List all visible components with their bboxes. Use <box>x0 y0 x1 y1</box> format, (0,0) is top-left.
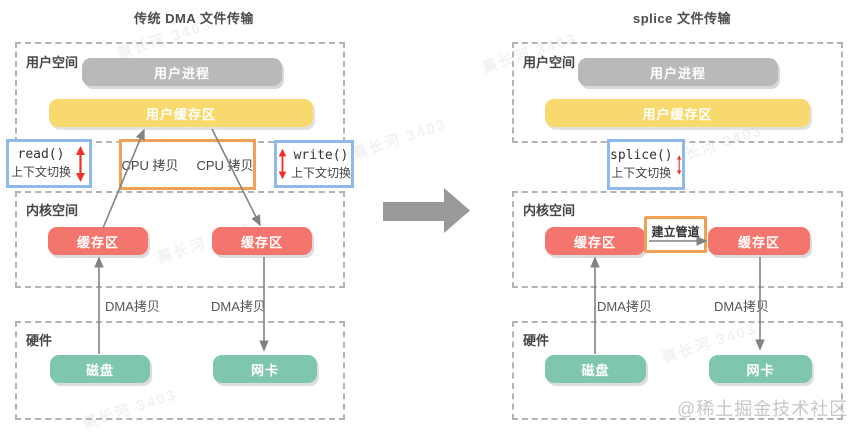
left-dma-copy-right-label: DMA拷贝 <box>211 299 266 314</box>
right-kernel-buffer-right-box: 缓存区 <box>708 227 810 255</box>
splice-call-label: splice() <box>610 148 673 163</box>
left-nic-box: 网卡 <box>213 355 317 383</box>
left-kernel-buffer-right-label: 缓存区 <box>240 234 283 250</box>
background-watermark: 熹长河 3403 <box>350 116 450 163</box>
left-kernel-buffer-left-box: 缓存区 <box>48 227 148 255</box>
right-kernel-buffer-left-box: 缓存区 <box>545 227 645 255</box>
splice-context-switch-box: splice() 上下文切换 <box>607 139 685 190</box>
left-kernel-buffer-left-label: 缓存区 <box>76 234 119 250</box>
left-panel-title: 传统 DMA 文件传输 <box>134 11 254 26</box>
site-watermark: @稀土掘金技术社区 <box>677 399 849 419</box>
read-call-label: read() <box>17 147 65 162</box>
write-context-switch-box: write() 上下文切换 <box>274 140 354 188</box>
cpu-copy-box: CPU 拷贝 CPU 拷贝 <box>119 139 256 190</box>
right-panel-title: splice 文件传输 <box>633 11 731 26</box>
right-hardware-region <box>512 321 843 420</box>
left-kernel-buffer-right-box: 缓存区 <box>212 227 312 255</box>
left-disk-label: 磁盘 <box>85 362 114 378</box>
left-user-buffer-label: 用户缓存区 <box>145 106 216 122</box>
right-dma-copy-right-label: DMA拷贝 <box>714 299 769 314</box>
cpu-copy-label-1: CPU 拷贝 <box>121 158 179 173</box>
left-disk-box: 磁盘 <box>50 355 150 383</box>
right-kernel-buffer-right-label: 缓存区 <box>737 234 780 250</box>
pipe-box: 建立管道 <box>644 216 707 253</box>
left-kernel-space-label: 内核空间 <box>26 203 79 218</box>
right-user-process-label: 用户进程 <box>649 65 706 81</box>
right-user-buffer-label: 用户缓存区 <box>642 106 713 122</box>
write-context-switch-text: write() 上下文切换 <box>291 147 351 182</box>
right-user-buffer-box: 用户缓存区 <box>545 99 810 127</box>
left-dma-copy-left-label: DMA拷贝 <box>105 299 160 314</box>
left-user-process-box: 用户进程 <box>82 58 282 86</box>
read-context-label: 上下文切换 <box>10 165 71 180</box>
pipe-label: 建立管道 <box>651 225 700 239</box>
splice-context-switch-text: splice() 上下文切换 <box>610 147 673 182</box>
context-switch-arrow-icon <box>278 148 287 180</box>
right-nic-box: 网卡 <box>709 355 812 383</box>
read-context-switch-box: read() 上下文切换 <box>6 139 92 188</box>
right-kernel-buffer-left-label: 缓存区 <box>573 234 616 250</box>
right-disk-box: 磁盘 <box>545 355 646 383</box>
context-switch-arrow-icon <box>676 154 682 175</box>
left-hardware-region <box>15 321 345 420</box>
write-call-label: write() <box>293 147 349 163</box>
right-kernel-space-label: 内核空间 <box>523 203 576 218</box>
panel-transition-arrow <box>383 188 470 233</box>
left-nic-label: 网卡 <box>250 362 279 378</box>
right-nic-label: 网卡 <box>746 362 775 378</box>
right-hardware-label: 硬件 <box>523 333 550 348</box>
context-switch-arrow-icon <box>76 145 85 182</box>
left-user-process-label: 用户进程 <box>153 65 210 81</box>
cpu-copy-label-2: CPU 拷贝 <box>196 158 254 173</box>
left-user-buffer-box: 用户缓存区 <box>49 99 313 127</box>
right-dma-copy-left-label: DMA拷贝 <box>597 299 652 314</box>
right-user-process-box: 用户进程 <box>578 58 778 86</box>
right-user-space-label: 用户空间 <box>523 55 576 70</box>
write-context-label: 上下文切换 <box>290 165 351 180</box>
left-hardware-label: 硬件 <box>26 333 53 348</box>
right-kernel-space-region <box>512 191 843 288</box>
left-kernel-space-region <box>15 191 345 288</box>
splice-context-label: 上下文切换 <box>611 166 672 181</box>
left-user-space-label: 用户空间 <box>26 55 79 70</box>
right-disk-label: 磁盘 <box>581 362 610 378</box>
read-context-switch-text: read() 上下文切换 <box>11 146 71 181</box>
